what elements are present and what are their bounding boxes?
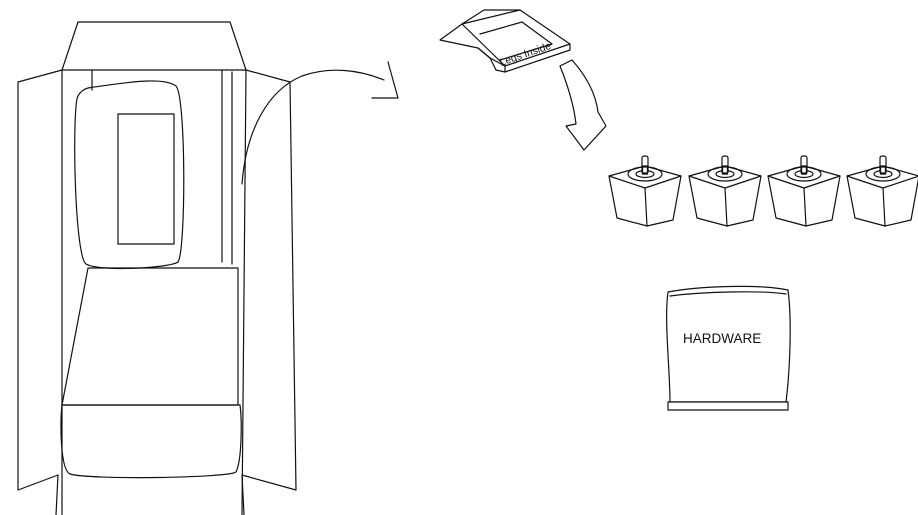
transfer-arrow [242,70,384,184]
hardware-bag-seal [668,402,788,410]
leg-bolt-shadow [881,167,886,173]
carton-base-item [62,268,238,405]
leg-bolt-shadow [802,167,807,173]
legs-box-side [478,48,505,72]
legs-box-left-flap [440,24,490,58]
hardware-bag: HARDWARE [667,286,791,410]
carton-inner-walls [62,70,246,515]
open-carton [18,22,398,515]
down-arrow [560,60,606,150]
leg-body [847,166,918,226]
hardware-bag-body [667,286,791,402]
table-leg [768,156,840,226]
leg-front-edge [725,188,727,226]
leg-bolt-shadow [643,167,648,173]
hardware-bag-fold [670,292,786,296]
carton-bottom-edges [56,475,244,515]
carton-top-flap [62,22,246,70]
transfer-arrowhead [372,62,398,98]
carton-left-flap [18,70,62,490]
carton-panel-window [118,114,174,244]
table-leg [609,156,681,226]
table-leg [689,156,761,226]
legs-box-inner [480,22,552,60]
leg-front-edge [883,188,885,226]
table-leg [847,156,918,226]
carton-right-flap [242,70,296,490]
hardware-bag-label: HARDWARE [683,331,761,346]
carton-base-front [61,405,241,478]
leg-front-edge [804,188,806,226]
carton-panel-item [75,81,184,269]
legs-row [609,156,918,226]
legs-box-back-flap [462,10,520,24]
legs-box: Legs Inside [440,10,606,150]
leg-bolt-shadow [723,167,728,173]
leg-front-edge [645,188,647,226]
carton-inner-back [92,70,232,264]
